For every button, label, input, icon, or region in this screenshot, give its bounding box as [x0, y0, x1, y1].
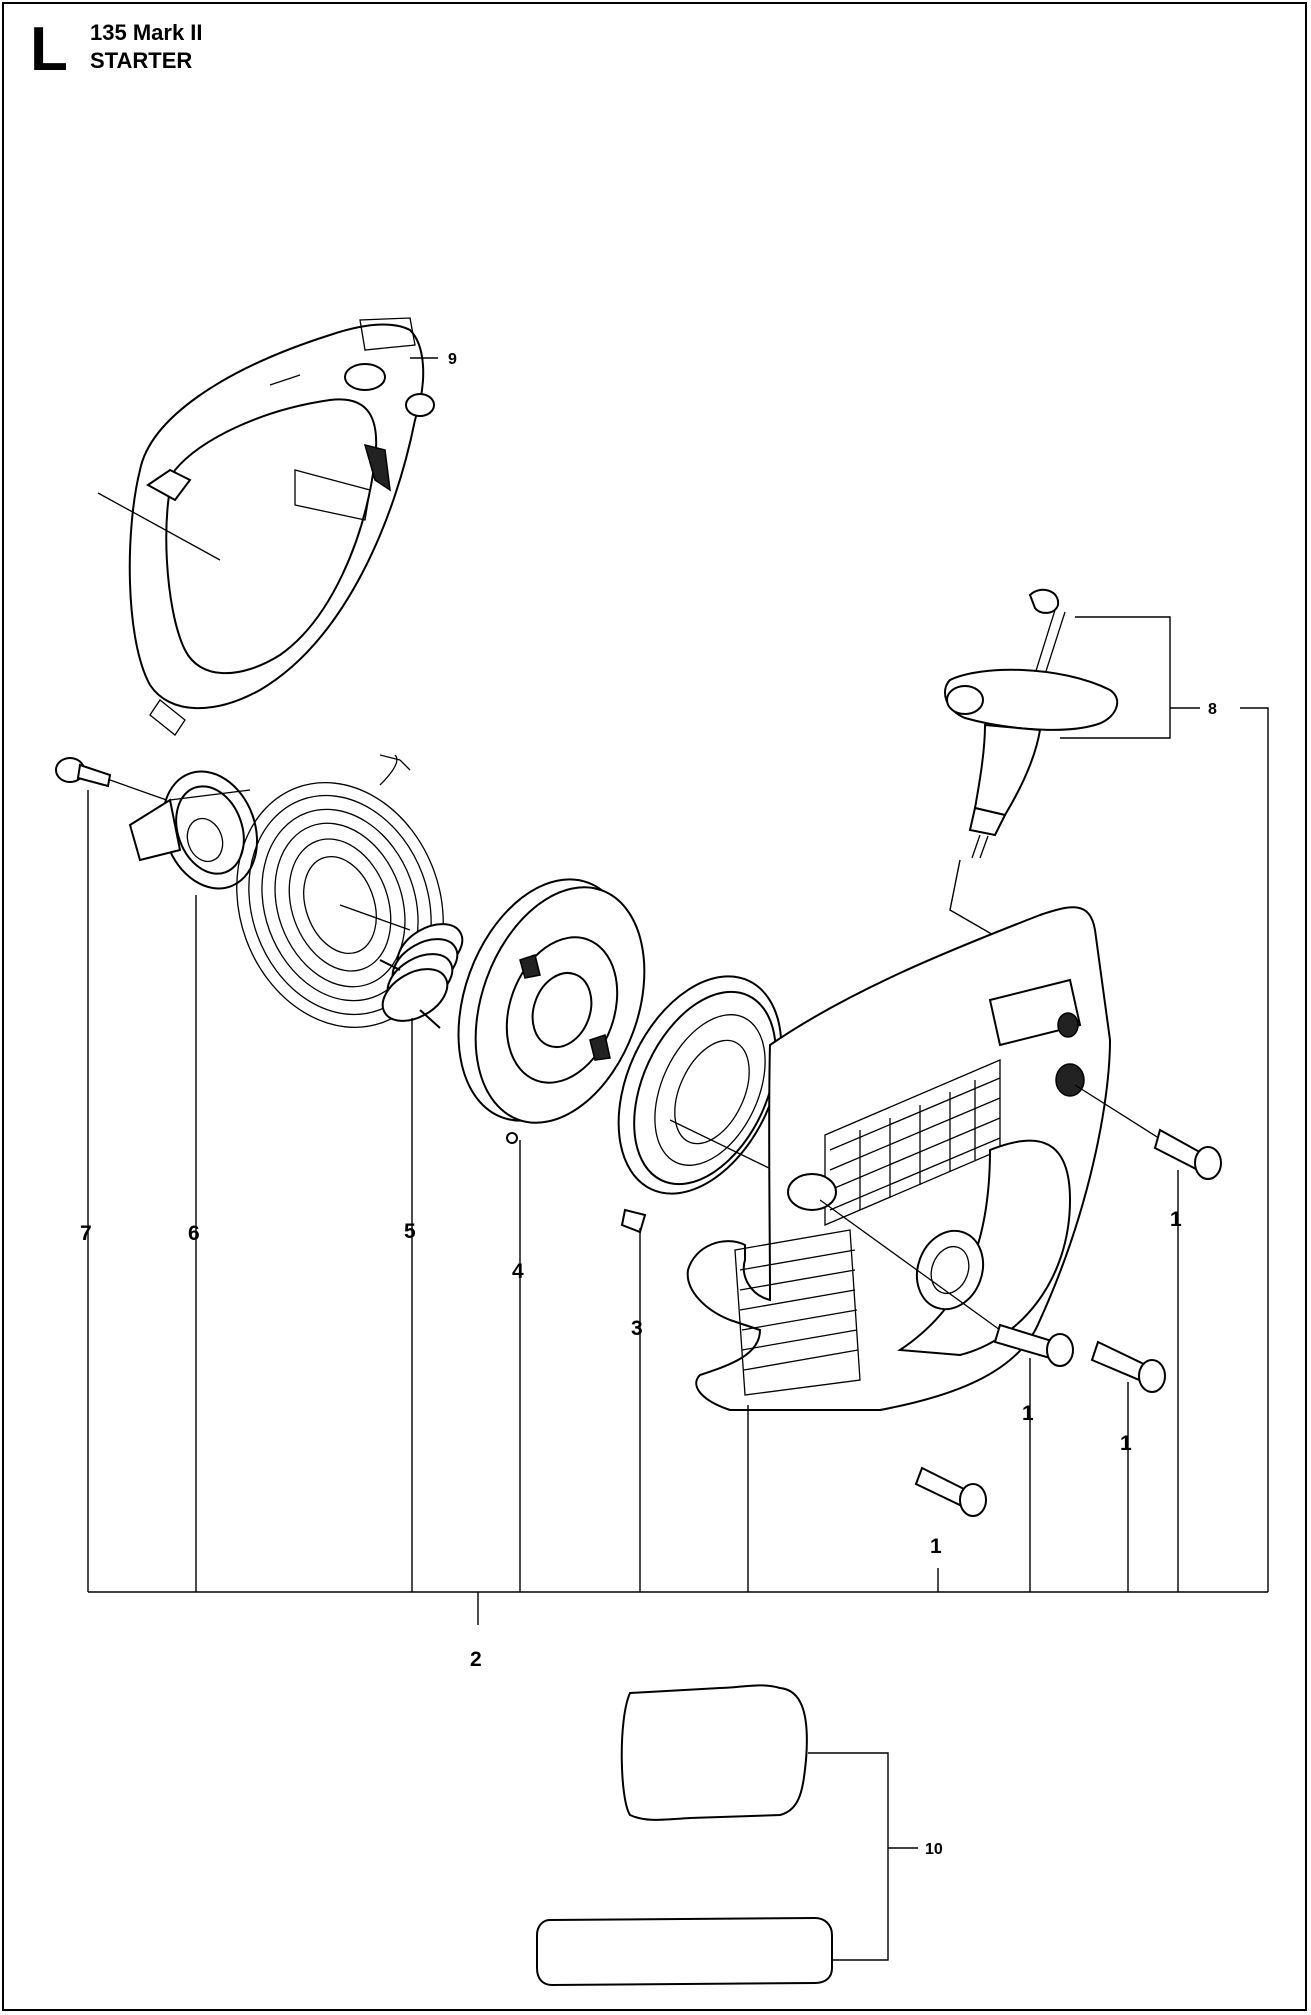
callout-3: 3 [631, 1317, 643, 1340]
callout-4: 4 [512, 1260, 524, 1283]
starter-housing-icon [686, 906, 1112, 1411]
model-title: 135 Mark II [90, 20, 203, 45]
callout-5: 5 [404, 1220, 416, 1243]
section-title: STARTER [90, 48, 192, 73]
decal-icon [536, 1684, 833, 1987]
screw-icon [1090, 1340, 1166, 1393]
callout-1d: 1 [930, 1535, 942, 1558]
callout-7: 7 [80, 1222, 92, 1245]
section-letter: L [30, 15, 68, 84]
fan-housing-icon [97, 317, 435, 736]
rope-pulley-icon [457, 878, 646, 1144]
screw-icon [819, 1199, 1074, 1367]
callout-1a: 1 [1170, 1208, 1182, 1231]
leader-8-line [1240, 707, 1269, 1592]
callout-1b: 1 [1022, 1402, 1034, 1425]
callout-2: 2 [470, 1648, 482, 1671]
screw-icon [914, 1466, 987, 1517]
screw-icon [55, 757, 176, 804]
starter-spring-cassette-icon [617, 975, 836, 1234]
leader-8-bracket [1060, 616, 1171, 739]
spring-coil-icon [379, 923, 464, 1029]
pulley-hub-icon [128, 770, 259, 890]
screw-icon [1074, 1084, 1222, 1180]
callout-9: 9 [448, 351, 457, 368]
callout-1c: 1 [1120, 1432, 1132, 1455]
spiral-spring-icon [236, 754, 444, 1028]
starter-handle-icon [944, 588, 1119, 859]
callout-6: 6 [188, 1222, 200, 1245]
callout-8: 8 [1208, 701, 1217, 718]
callout-10: 10 [925, 1841, 943, 1858]
leader-10-bracket [808, 1752, 889, 1961]
